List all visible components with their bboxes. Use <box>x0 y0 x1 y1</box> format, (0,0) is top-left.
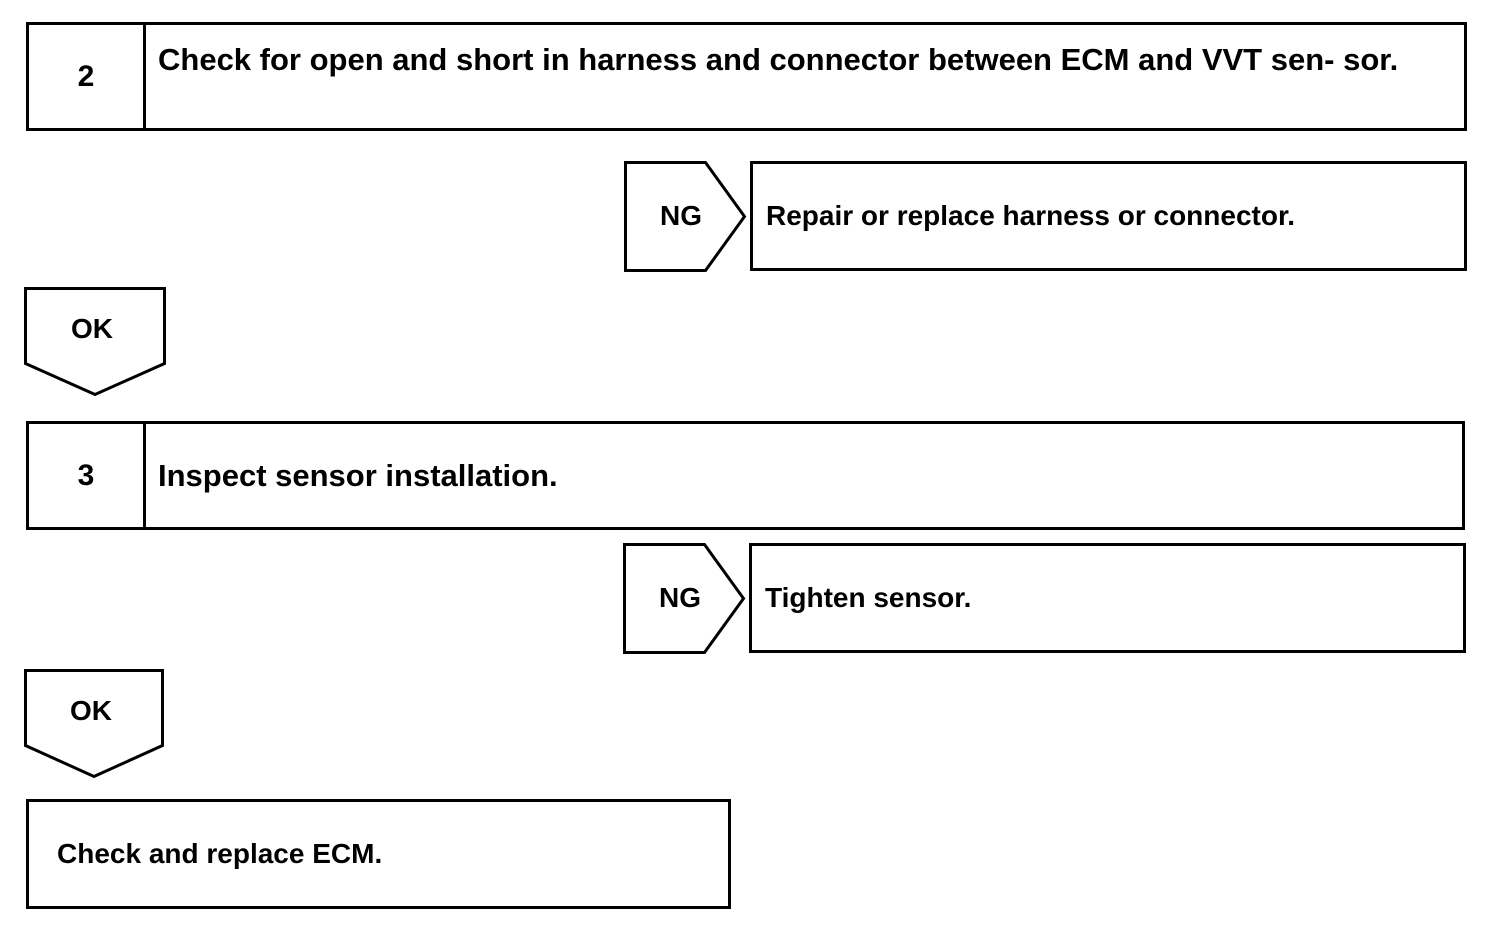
step-3-ng-label: NG <box>659 582 701 613</box>
final-action-text: Check and replace ECM. <box>57 838 383 869</box>
step-2-ok-label: OK <box>71 313 113 344</box>
step-2-ok-arrow <box>24 287 166 397</box>
step-3-ok-arrow <box>24 669 164 779</box>
step-3-box: 3 Inspect sensor installation. <box>26 421 1465 530</box>
step-2-box: 2 Check for open and short in harness an… <box>26 22 1467 131</box>
step-3-ng-arrow <box>623 543 746 654</box>
step-3-ok-label: OK <box>70 695 112 726</box>
final-action-box: Check and replace ECM. <box>26 799 731 909</box>
step-3-number: 3 <box>29 424 146 527</box>
step-2-ng-action-box: Repair or replace harness or connector. <box>750 161 1467 271</box>
step-2-ng-arrow <box>624 161 747 272</box>
step-3-ng-action-box: Tighten sensor. <box>749 543 1466 653</box>
step-2-ng-action-text: Repair or replace harness or connector. <box>766 200 1296 231</box>
step-2-number: 2 <box>29 25 146 128</box>
step-3-text: Inspect sensor installation. <box>158 457 558 493</box>
step-2-text: Check for open and short in harness and … <box>158 42 1399 77</box>
step-2-ng-label: NG <box>660 200 702 231</box>
step-3-ng-action-text: Tighten sensor. <box>765 582 972 613</box>
